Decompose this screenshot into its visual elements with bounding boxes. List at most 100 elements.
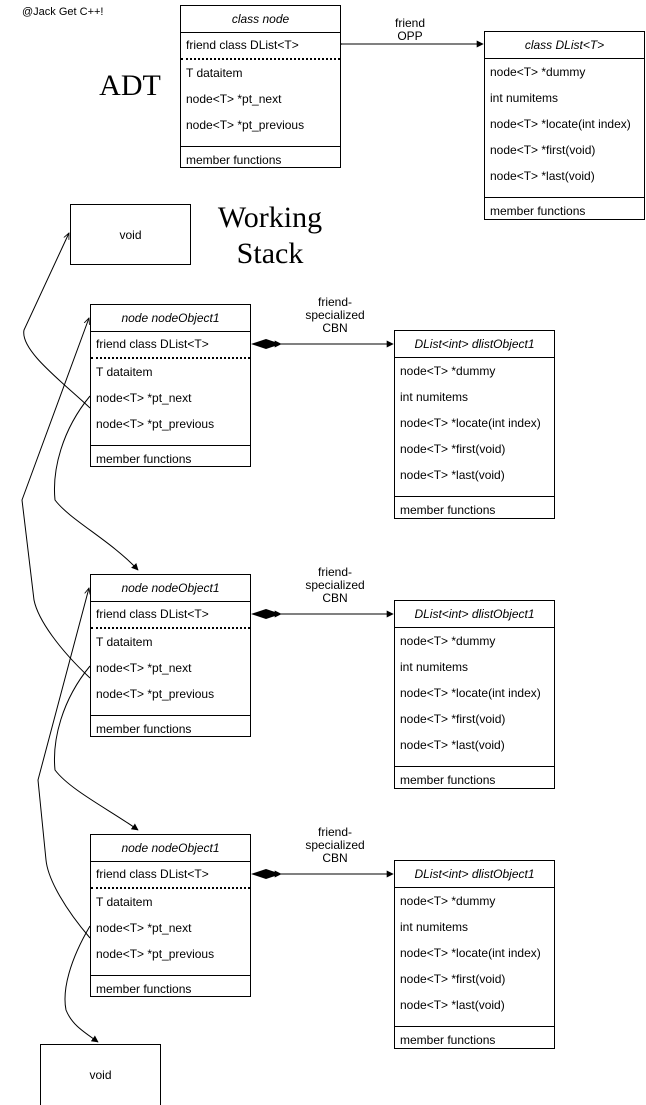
adt-node-field-pt-next: node<T> *pt_next xyxy=(186,92,282,106)
friend-divider xyxy=(91,887,250,889)
node-object-friend-row: friend class DList<T> xyxy=(96,867,209,881)
adt-dlist-class-title: class DList<T> xyxy=(485,32,644,59)
dlist-object-box-1: DList<int> dlistObject1 node<T> *dummy i… xyxy=(394,330,555,519)
stack-relation-label-line-2: specialized xyxy=(305,838,365,852)
working-stack-heading: Working Stack xyxy=(217,201,323,270)
pt-previous-link-2-to-1 xyxy=(21,318,91,679)
node-object-field-dataitem: T dataitem xyxy=(96,635,153,649)
section-divider xyxy=(395,766,554,767)
node-object-field-pt-next: node<T> *pt_next xyxy=(96,661,192,675)
dlist-object-member-functions: member functions xyxy=(400,1033,496,1047)
node-object-friend-row: friend class DList<T> xyxy=(96,607,209,621)
void-bottom-box: void xyxy=(40,1044,161,1105)
node-object-box-2: node nodeObject1 friend class DList<T> T… xyxy=(90,574,251,737)
section-divider xyxy=(485,197,644,198)
pt-previous-link-3-to-2 xyxy=(37,588,90,939)
adt-node-member-functions: member functions xyxy=(186,153,282,167)
dlist-object-member-functions: member functions xyxy=(400,773,496,787)
node-object-title: node nodeObject1 xyxy=(91,575,250,602)
node-object-title: node nodeObject1 xyxy=(91,305,250,332)
node-object-member-functions: member functions xyxy=(96,722,192,736)
node-object-title: node nodeObject1 xyxy=(91,835,250,862)
composition-diamond-1 xyxy=(251,339,281,349)
dlist-object-method-locate: node<T> *locate(int index) xyxy=(400,416,541,430)
adt-node-class-box: class node friend class DList<T> T datai… xyxy=(180,5,341,168)
dlist-object-title: DList<int> dlistObject1 xyxy=(395,601,554,628)
adt-node-field-pt-previous: node<T> *pt_previous xyxy=(186,118,305,132)
pt-next-link-3-to-void xyxy=(64,925,99,1043)
author-watermark: @Jack Get C++! xyxy=(22,6,104,18)
adt-relation-label: friend OPP xyxy=(385,17,435,43)
dlist-object-method-locate: node<T> *locate(int index) xyxy=(400,946,541,960)
dlist-object-field-numitems: int numitems xyxy=(400,390,469,404)
stack-relation-label-line-3: CBN xyxy=(322,591,348,605)
adt-dlist-method-first: node<T> *first(void) xyxy=(490,143,596,157)
dlist-object-method-last: node<T> *last(void) xyxy=(400,738,505,752)
adt-dlist-member-functions: member functions xyxy=(490,204,586,218)
section-divider xyxy=(91,715,250,716)
adt-dlist-field-dummy: node<T> *dummy xyxy=(490,65,586,79)
section-divider xyxy=(91,445,250,446)
dlist-object-field-dummy: node<T> *dummy xyxy=(400,364,496,378)
adt-dlist-method-locate: node<T> *locate(int index) xyxy=(490,117,631,131)
friend-divider xyxy=(91,627,250,629)
stack-relation-label-line-2: specialized xyxy=(305,308,365,322)
dlist-object-field-dummy: node<T> *dummy xyxy=(400,634,496,648)
dlist-object-box-2: DList<int> dlistObject1 node<T> *dummy i… xyxy=(394,600,555,789)
node-object-box-1: node nodeObject1 friend class DList<T> T… xyxy=(90,304,251,467)
friend-divider xyxy=(91,357,250,359)
adt-relation-label-line-1: friend xyxy=(394,16,426,30)
node-object-field-dataitem: T dataitem xyxy=(96,365,153,379)
dlist-object-method-last: node<T> *last(void) xyxy=(400,998,505,1012)
pt-previous-link-1-to-void xyxy=(23,233,91,409)
node-object-field-pt-previous: node<T> *pt_previous xyxy=(96,687,215,701)
dlist-object-member-functions: member functions xyxy=(400,503,496,517)
section-divider xyxy=(395,1026,554,1027)
node-object-field-pt-next: node<T> *pt_next xyxy=(96,921,192,935)
dlist-object-method-first: node<T> *first(void) xyxy=(400,442,506,456)
adt-node-friend-row: friend class DList<T> xyxy=(186,38,299,52)
adt-dlist-field-numitems: int numitems xyxy=(490,91,559,105)
adt-relation-label-line-2: OPP xyxy=(397,29,423,43)
node-object-member-functions: member functions xyxy=(96,982,192,996)
dlist-object-field-numitems: int numitems xyxy=(400,660,469,674)
node-object-field-pt-next: node<T> *pt_next xyxy=(96,391,192,405)
dlist-object-box-3: DList<int> dlistObject1 node<T> *dummy i… xyxy=(394,860,555,1049)
node-object-friend-row: friend class DList<T> xyxy=(96,337,209,351)
stack-relation-label-1: friend- specialized CBN xyxy=(295,296,375,335)
dlist-object-field-numitems: int numitems xyxy=(400,920,469,934)
dlist-object-title: DList<int> dlistObject1 xyxy=(395,861,554,888)
adt-heading: ADT xyxy=(99,69,161,102)
stack-relation-label-2: friend- specialized CBN xyxy=(295,566,375,605)
stack-relation-label-line-3: CBN xyxy=(322,321,348,335)
pt-next-link-1-to-2 xyxy=(54,395,139,571)
void-top-box: void xyxy=(70,204,191,265)
composition-diamond-3 xyxy=(251,869,281,879)
section-divider xyxy=(181,146,340,147)
stack-relation-label-line-1: friend- xyxy=(317,825,352,839)
adt-dlist-class-box: class DList<T> node<T> *dummy int numite… xyxy=(484,31,645,220)
node-object-field-pt-previous: node<T> *pt_previous xyxy=(96,947,215,961)
composition-diamond-2 xyxy=(251,609,281,619)
dlist-object-method-locate: node<T> *locate(int index) xyxy=(400,686,541,700)
section-divider xyxy=(395,496,554,497)
adt-node-class-title: class node xyxy=(181,6,340,33)
dlist-object-field-dummy: node<T> *dummy xyxy=(400,894,496,908)
node-object-member-functions: member functions xyxy=(96,452,192,466)
dlist-object-method-first: node<T> *first(void) xyxy=(400,712,506,726)
dlist-object-method-first: node<T> *first(void) xyxy=(400,972,506,986)
node-object-field-dataitem: T dataitem xyxy=(96,895,153,909)
adt-node-field-dataitem: T dataitem xyxy=(186,66,243,80)
stack-relation-label-line-1: friend- xyxy=(317,565,352,579)
friend-divider xyxy=(181,58,340,60)
stack-relation-label-line-1: friend- xyxy=(317,295,352,309)
stack-relation-label-line-3: CBN xyxy=(322,851,348,865)
stack-relation-label-3: friend- specialized CBN xyxy=(295,826,375,865)
node-object-box-3: node nodeObject1 friend class DList<T> T… xyxy=(90,834,251,997)
adt-dlist-method-last: node<T> *last(void) xyxy=(490,169,595,183)
dlist-object-method-last: node<T> *last(void) xyxy=(400,468,505,482)
pt-next-link-2-to-3 xyxy=(54,665,139,831)
node-object-field-pt-previous: node<T> *pt_previous xyxy=(96,417,215,431)
